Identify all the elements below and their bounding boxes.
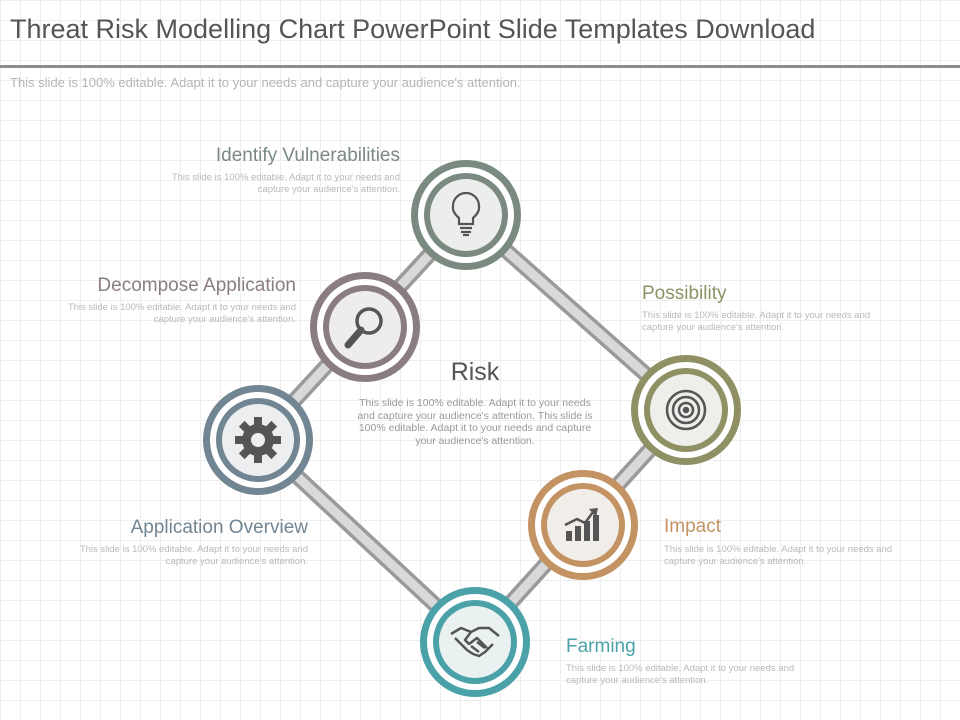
slide-title: Threat Risk Modelling Chart PowerPoint S… xyxy=(10,14,816,44)
target-icon xyxy=(665,389,707,431)
label-impact: Impact xyxy=(664,516,722,537)
label-farming: Farming xyxy=(566,636,636,657)
label-possibility: Possibility xyxy=(642,283,727,304)
node-impact xyxy=(528,470,638,580)
center-title: Risk xyxy=(450,358,500,386)
desc-impact: This slide is 100% editable. Adapt it to… xyxy=(664,544,893,567)
lightbulb-icon xyxy=(451,191,481,237)
slide-subtitle: This slide is 100% editable. Adapt it to… xyxy=(10,75,521,90)
desc-identify-vulnerabilities: This slide is 100% editable. Adapt it to… xyxy=(171,172,400,195)
node-decompose-application xyxy=(310,272,420,382)
desc-possibility: This slide is 100% editable. Adapt it to… xyxy=(642,310,871,333)
gear-icon xyxy=(235,417,281,463)
growth-chart-icon xyxy=(564,508,599,541)
center-description: This slide is 100% editable. Adapt it to… xyxy=(357,397,593,447)
label-application-overview: Application Overview xyxy=(130,517,308,538)
desc-decompose-application: This slide is 100% editable. Adapt it to… xyxy=(67,302,296,325)
magnifier-icon xyxy=(344,307,383,349)
handshake-icon xyxy=(450,626,500,658)
label-decompose-application: Decompose Application xyxy=(97,275,296,296)
desc-application-overview: This slide is 100% editable. Adapt it to… xyxy=(79,544,308,567)
node-possibility xyxy=(631,355,741,465)
node-application-overview xyxy=(203,385,313,495)
label-identify-vulnerabilities: Identify Vulnerabilities xyxy=(215,145,400,166)
title-divider xyxy=(0,65,960,68)
desc-farming: This slide is 100% editable. Adapt it to… xyxy=(566,663,795,686)
node-identify-vulnerabilities xyxy=(411,160,521,270)
node-farming xyxy=(420,587,530,697)
